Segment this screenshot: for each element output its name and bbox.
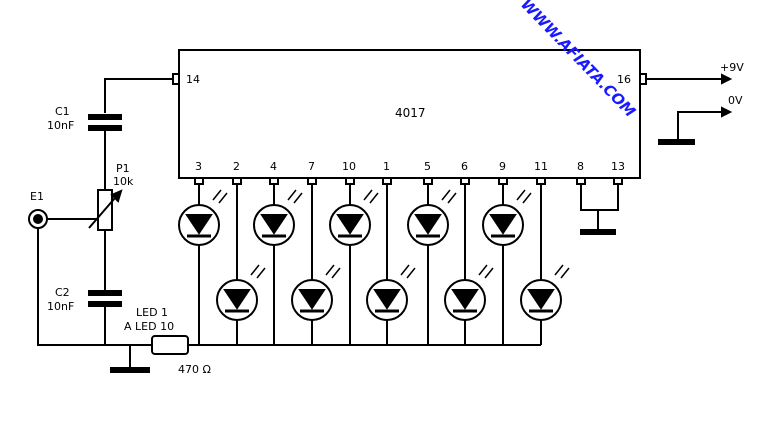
ic-pin-6 xyxy=(460,177,470,185)
ic-pin-right-label: 16 xyxy=(617,73,631,86)
label-ground: 0V xyxy=(728,94,743,107)
pin-label-2: 2 xyxy=(233,160,240,173)
wire-ground-0v xyxy=(677,111,722,140)
pin-label-3: 3 xyxy=(195,160,202,173)
led-6-diode xyxy=(373,289,401,310)
p1-arrow xyxy=(110,189,123,203)
wire-e1-return xyxy=(37,228,105,346)
ic-pin-16 xyxy=(639,73,647,85)
ic-pin-4 xyxy=(269,177,279,185)
ic-pin-2 xyxy=(232,177,242,185)
led-light-arrows xyxy=(212,189,570,279)
ic-pin-13 xyxy=(613,177,623,185)
led-8-diode xyxy=(451,289,479,310)
wire-pin14-to-c1 xyxy=(104,78,173,113)
led-4-diode xyxy=(298,289,326,310)
pin-label-1: 1 xyxy=(383,160,390,173)
label-resistor: 470 Ω xyxy=(178,363,211,376)
e1-jack-inner xyxy=(33,214,43,224)
label-c2-value: 10nF xyxy=(47,300,74,313)
pin-label-5: 5 xyxy=(424,160,431,173)
led-10-diode xyxy=(527,289,555,310)
pin-label-9: 9 xyxy=(499,160,506,173)
pin-label-4: 4 xyxy=(270,160,277,173)
led-9-diode xyxy=(489,214,517,235)
label-c2-ref: C2 xyxy=(55,286,70,299)
resistor-470 xyxy=(151,335,189,355)
ic-pin-3 xyxy=(194,177,204,185)
ic-pin-1 xyxy=(382,177,392,185)
label-supply: +9V xyxy=(720,61,744,74)
ic-pin-left-label: 14 xyxy=(186,73,200,86)
pin-label-10: 10 xyxy=(342,160,356,173)
led-1-diode xyxy=(185,214,213,235)
led-5-diode xyxy=(336,214,364,235)
ic-pin-9 xyxy=(498,177,508,185)
label-c1-value: 10nF xyxy=(47,119,74,132)
led-7-diode xyxy=(414,214,442,235)
label-led-range-1: LED 1 xyxy=(136,306,168,319)
led-2-diode xyxy=(223,289,251,310)
label-p1-value: 10k xyxy=(113,175,134,188)
pin-label-13: 13 xyxy=(611,160,625,173)
led-3-diode xyxy=(260,214,288,235)
ic-name: 4017 xyxy=(395,106,426,120)
ic-4017-body xyxy=(178,49,641,179)
pin-label-11: 11 xyxy=(534,160,548,173)
ground-arrow xyxy=(721,106,733,118)
label-p1-ref: P1 xyxy=(116,162,130,175)
ic-pin-5 xyxy=(423,177,433,185)
pin-label-8: 8 xyxy=(577,160,584,173)
label-e1: E1 xyxy=(30,190,44,203)
label-led-range-2: A LED 10 xyxy=(124,320,174,333)
pin-label-6: 6 xyxy=(461,160,468,173)
supply-arrow xyxy=(721,73,733,85)
watermark-text: WWW.AFIATA.COM xyxy=(517,0,639,121)
label-c1-ref: C1 xyxy=(55,105,70,118)
pin-label-7: 7 xyxy=(308,160,315,173)
ic-pin-7 xyxy=(307,177,317,185)
ic-pin-8 xyxy=(576,177,586,185)
ic-pin-14 xyxy=(172,73,180,85)
wire-pins-8-13-to-ground xyxy=(580,184,619,211)
ic-pin-10 xyxy=(345,177,355,185)
ic-pin-11 xyxy=(536,177,546,185)
